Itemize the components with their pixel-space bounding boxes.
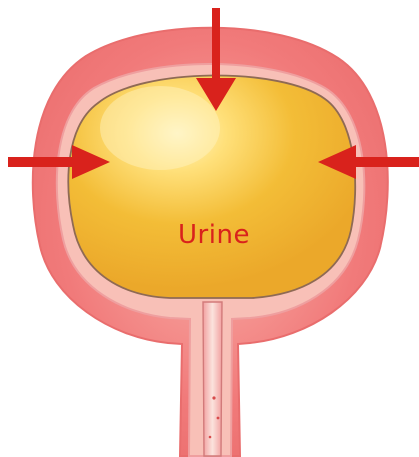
urethra-dot (217, 417, 220, 420)
urethra (203, 302, 222, 456)
urine-label: Urine (178, 220, 250, 250)
urethra-dot (209, 436, 212, 439)
urethra-dot (212, 396, 215, 399)
urine-highlight (100, 86, 220, 170)
